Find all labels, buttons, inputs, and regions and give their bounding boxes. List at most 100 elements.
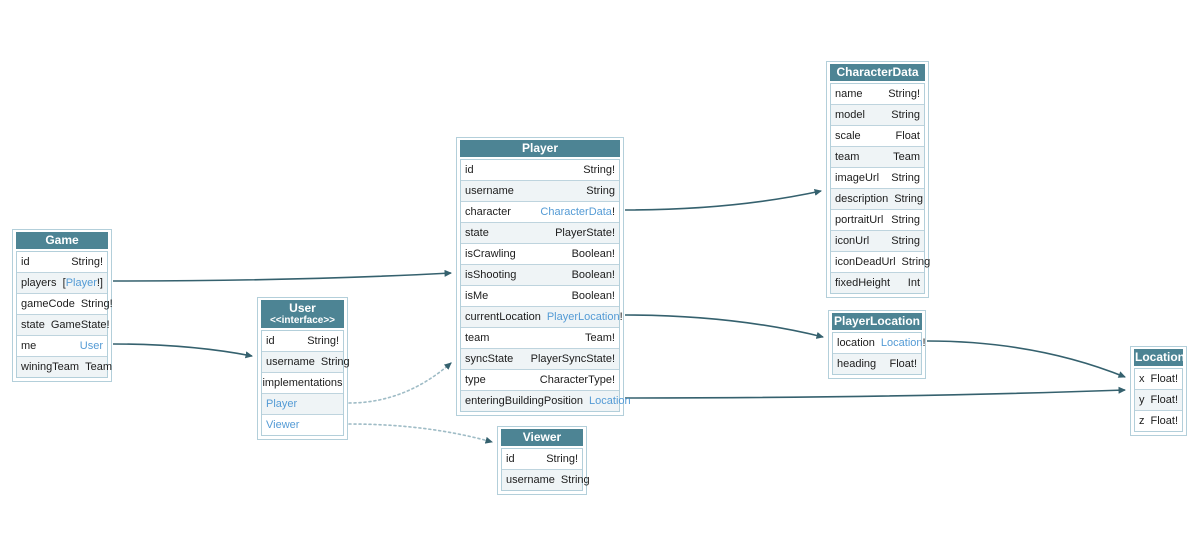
field-name: currentLocation bbox=[465, 311, 541, 323]
field-type: String bbox=[894, 193, 923, 205]
field-name: scale bbox=[835, 130, 861, 142]
field-name: username bbox=[506, 474, 555, 486]
field-row-Viewer[interactable]: Viewer bbox=[262, 415, 343, 435]
type-header-game[interactable]: Game bbox=[16, 232, 108, 249]
type-header-viewer[interactable]: Viewer bbox=[501, 429, 583, 446]
type-modifier: ! bbox=[611, 206, 615, 218]
field-name-link[interactable]: Viewer bbox=[266, 419, 300, 431]
field-name-link[interactable]: Player bbox=[266, 398, 298, 410]
field-type: String bbox=[560, 474, 590, 486]
field-type: PlayerSyncState! bbox=[530, 353, 615, 365]
field-type: Team bbox=[893, 151, 920, 163]
field-name: y bbox=[1139, 394, 1145, 406]
type-header-user[interactable]: User<<interface>> bbox=[261, 300, 344, 328]
field-name: id bbox=[465, 164, 474, 176]
field-name: winingTeam bbox=[21, 361, 80, 373]
type-header-characterdata[interactable]: CharacterData bbox=[830, 64, 925, 81]
field-name: state bbox=[21, 319, 45, 331]
field-row-currentLocation[interactable]: currentLocation PlayerLocation! bbox=[461, 307, 623, 328]
field-row-id: id String! bbox=[461, 160, 619, 181]
field-name: isCrawling bbox=[465, 248, 516, 260]
field-type-link[interactable]: PlayerLocation bbox=[546, 311, 620, 323]
field-row-players[interactable]: players [Player!] bbox=[17, 273, 107, 294]
field-type: GameState! bbox=[50, 319, 110, 331]
field-type: String bbox=[891, 172, 920, 184]
field-name: location bbox=[837, 337, 875, 349]
edge-User-Player-to-Player bbox=[348, 362, 452, 404]
edge-Player-enteringBuildingPosition-to-Location bbox=[624, 386, 1126, 399]
field-name: gameCode bbox=[21, 298, 75, 310]
edge-Game-me-to-User bbox=[112, 343, 253, 359]
field-row-state: state GameState! bbox=[17, 315, 110, 336]
field-name: username bbox=[266, 356, 315, 368]
field-name: iconUrl bbox=[835, 235, 870, 247]
field-type: PlayerLocation! bbox=[547, 311, 623, 323]
field-type: Float bbox=[895, 130, 920, 142]
field-type: String bbox=[901, 256, 931, 268]
field-type: String! bbox=[583, 164, 615, 176]
type-header-playerlocation[interactable]: PlayerLocation bbox=[832, 313, 922, 330]
field-type: [Player!] bbox=[63, 277, 103, 289]
field-type-link[interactable]: User bbox=[79, 340, 103, 352]
field-type: Float! bbox=[1150, 394, 1179, 406]
field-type: String! bbox=[546, 453, 578, 465]
field-type-link[interactable]: Location bbox=[880, 337, 923, 349]
field-name: players bbox=[21, 277, 57, 289]
field-type-link[interactable]: Location bbox=[589, 395, 631, 407]
type-stereotype: <<interface>> bbox=[269, 315, 336, 326]
type-header-location[interactable]: Location bbox=[1134, 349, 1185, 366]
field-name: heading bbox=[837, 358, 877, 370]
type-title: User bbox=[289, 301, 316, 315]
field-type: String! bbox=[307, 335, 339, 347]
edge-PlayerLocation-location-to-Location bbox=[926, 340, 1126, 378]
field-name: x bbox=[1139, 373, 1145, 385]
field-row-location[interactable]: location Location! bbox=[833, 333, 926, 354]
edge-Player-currentLocation-to-PlayerLocation bbox=[624, 314, 824, 339]
edge-Player-character-to-CharacterData bbox=[624, 188, 822, 211]
field-type: String bbox=[891, 109, 920, 121]
type-title: Viewer bbox=[522, 430, 562, 444]
field-type: String! bbox=[888, 88, 920, 100]
field-name: username bbox=[465, 185, 514, 197]
field-name: type bbox=[465, 374, 486, 386]
field-name: isMe bbox=[465, 290, 489, 302]
field-type: Location! bbox=[881, 337, 926, 349]
type-header-player[interactable]: Player bbox=[460, 140, 620, 157]
field-type-link[interactable]: Player bbox=[65, 277, 97, 289]
field-type-link[interactable]: CharacterData bbox=[540, 206, 612, 218]
field-type: String bbox=[891, 214, 920, 226]
edge-User-Viewer-to-Viewer bbox=[348, 423, 493, 444]
field-row-Player[interactable]: Player bbox=[262, 394, 343, 415]
